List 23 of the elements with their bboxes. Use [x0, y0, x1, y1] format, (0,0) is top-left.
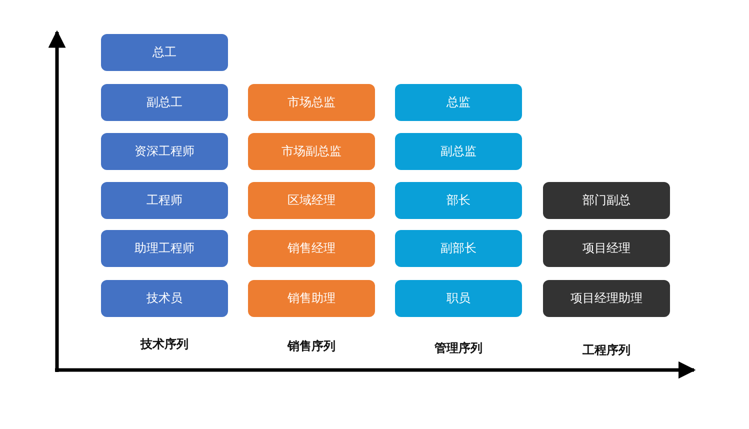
column-heading: 技术序列	[139, 336, 190, 353]
position-box: 助理工程师	[101, 230, 228, 267]
position-box: 部门副总	[543, 182, 670, 219]
position-box: 总监	[395, 84, 522, 121]
position-box: 副总工	[101, 84, 228, 121]
position-box: 市场副总监	[248, 133, 375, 170]
position-box: 项目经理助理	[543, 280, 670, 317]
position-box: 部长	[395, 182, 522, 219]
position-box: 总工	[101, 34, 228, 71]
position-box: 销售经理	[248, 230, 375, 267]
column-heading: 销售序列	[286, 338, 336, 355]
column-heading: 工程序列	[582, 342, 632, 359]
position-box: 工程师	[101, 182, 228, 219]
position-box: 技术员	[101, 280, 228, 317]
column-heading: 管理序列	[434, 340, 484, 357]
position-box: 职员	[395, 280, 522, 317]
position-box: 副部长	[395, 230, 522, 267]
position-box: 资深工程师	[101, 133, 228, 170]
position-box: 市场总监	[248, 84, 375, 121]
position-box: 项目经理	[543, 230, 670, 267]
position-box: 区域经理	[248, 182, 375, 219]
position-box: 副总监	[395, 133, 522, 170]
position-box: 销售助理	[248, 280, 375, 317]
